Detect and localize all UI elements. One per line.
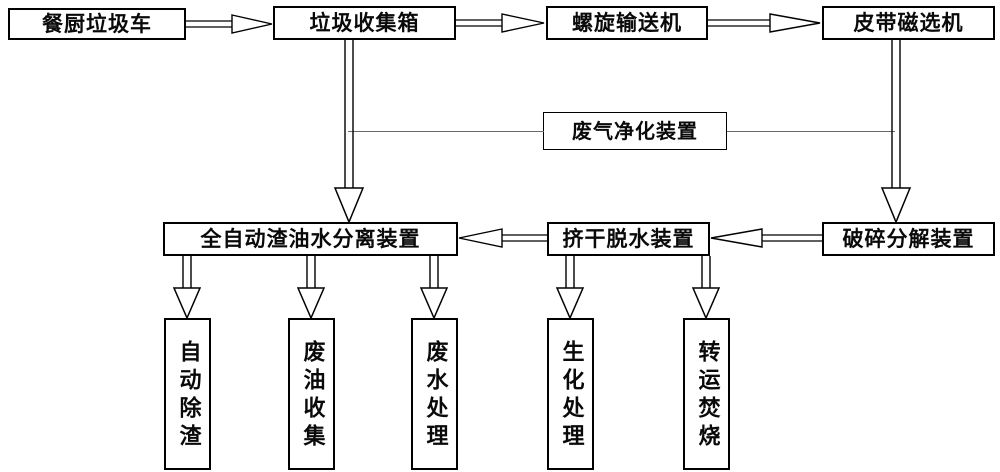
node-auto-oil-water-separator[interactable]: 全自动渣油水分离装置 xyxy=(163,222,458,256)
node-exhaust-gas-purifier[interactable]: 废气净化装置 xyxy=(543,112,727,150)
connector-conveyor-to-separator xyxy=(708,11,822,37)
node-auto-slag-removal[interactable]: 自动除渣 xyxy=(164,318,211,470)
node-squeeze-dewatering-device[interactable]: 挤干脱水装置 xyxy=(547,222,710,256)
connector-gas-right-tap xyxy=(727,131,895,132)
connector-squeeze-to-biochem xyxy=(555,256,587,320)
connector-oilwater-to-water xyxy=(419,256,451,320)
connector-oilwater-to-slag xyxy=(172,256,204,320)
node-crushing-decomposition-device[interactable]: 破碎分解装置 xyxy=(822,222,995,256)
node-biochemical-treatment[interactable]: 生化处理 xyxy=(547,318,594,470)
node-screw-conveyor[interactable]: 螺旋输送机 xyxy=(546,6,708,40)
node-kitchen-waste-truck[interactable]: 餐厨垃圾车 xyxy=(8,8,186,40)
node-waste-oil-collection[interactable]: 废油收集 xyxy=(288,318,335,470)
node-belt-magnetic-separator[interactable]: 皮带磁选机 xyxy=(822,6,995,40)
connector-bin-to-oilwater xyxy=(333,40,367,224)
node-waste-collection-bin[interactable]: 垃圾收集箱 xyxy=(273,6,456,40)
connector-magnetic-to-crusher xyxy=(880,40,914,224)
connector-oilwater-to-oil xyxy=(296,256,328,320)
connector-squeeze-to-incineration xyxy=(691,256,723,320)
connector-squeeze-to-oilwater xyxy=(458,226,548,252)
connector-gas-left-tap xyxy=(348,131,544,132)
node-transfer-incineration[interactable]: 转运焚烧 xyxy=(683,318,730,470)
connector-bin-to-conveyor xyxy=(456,11,546,37)
connector-truck-to-bin xyxy=(186,12,274,38)
connector-crusher-to-squeeze xyxy=(710,226,823,252)
node-wastewater-treatment[interactable]: 废水处理 xyxy=(411,318,458,470)
